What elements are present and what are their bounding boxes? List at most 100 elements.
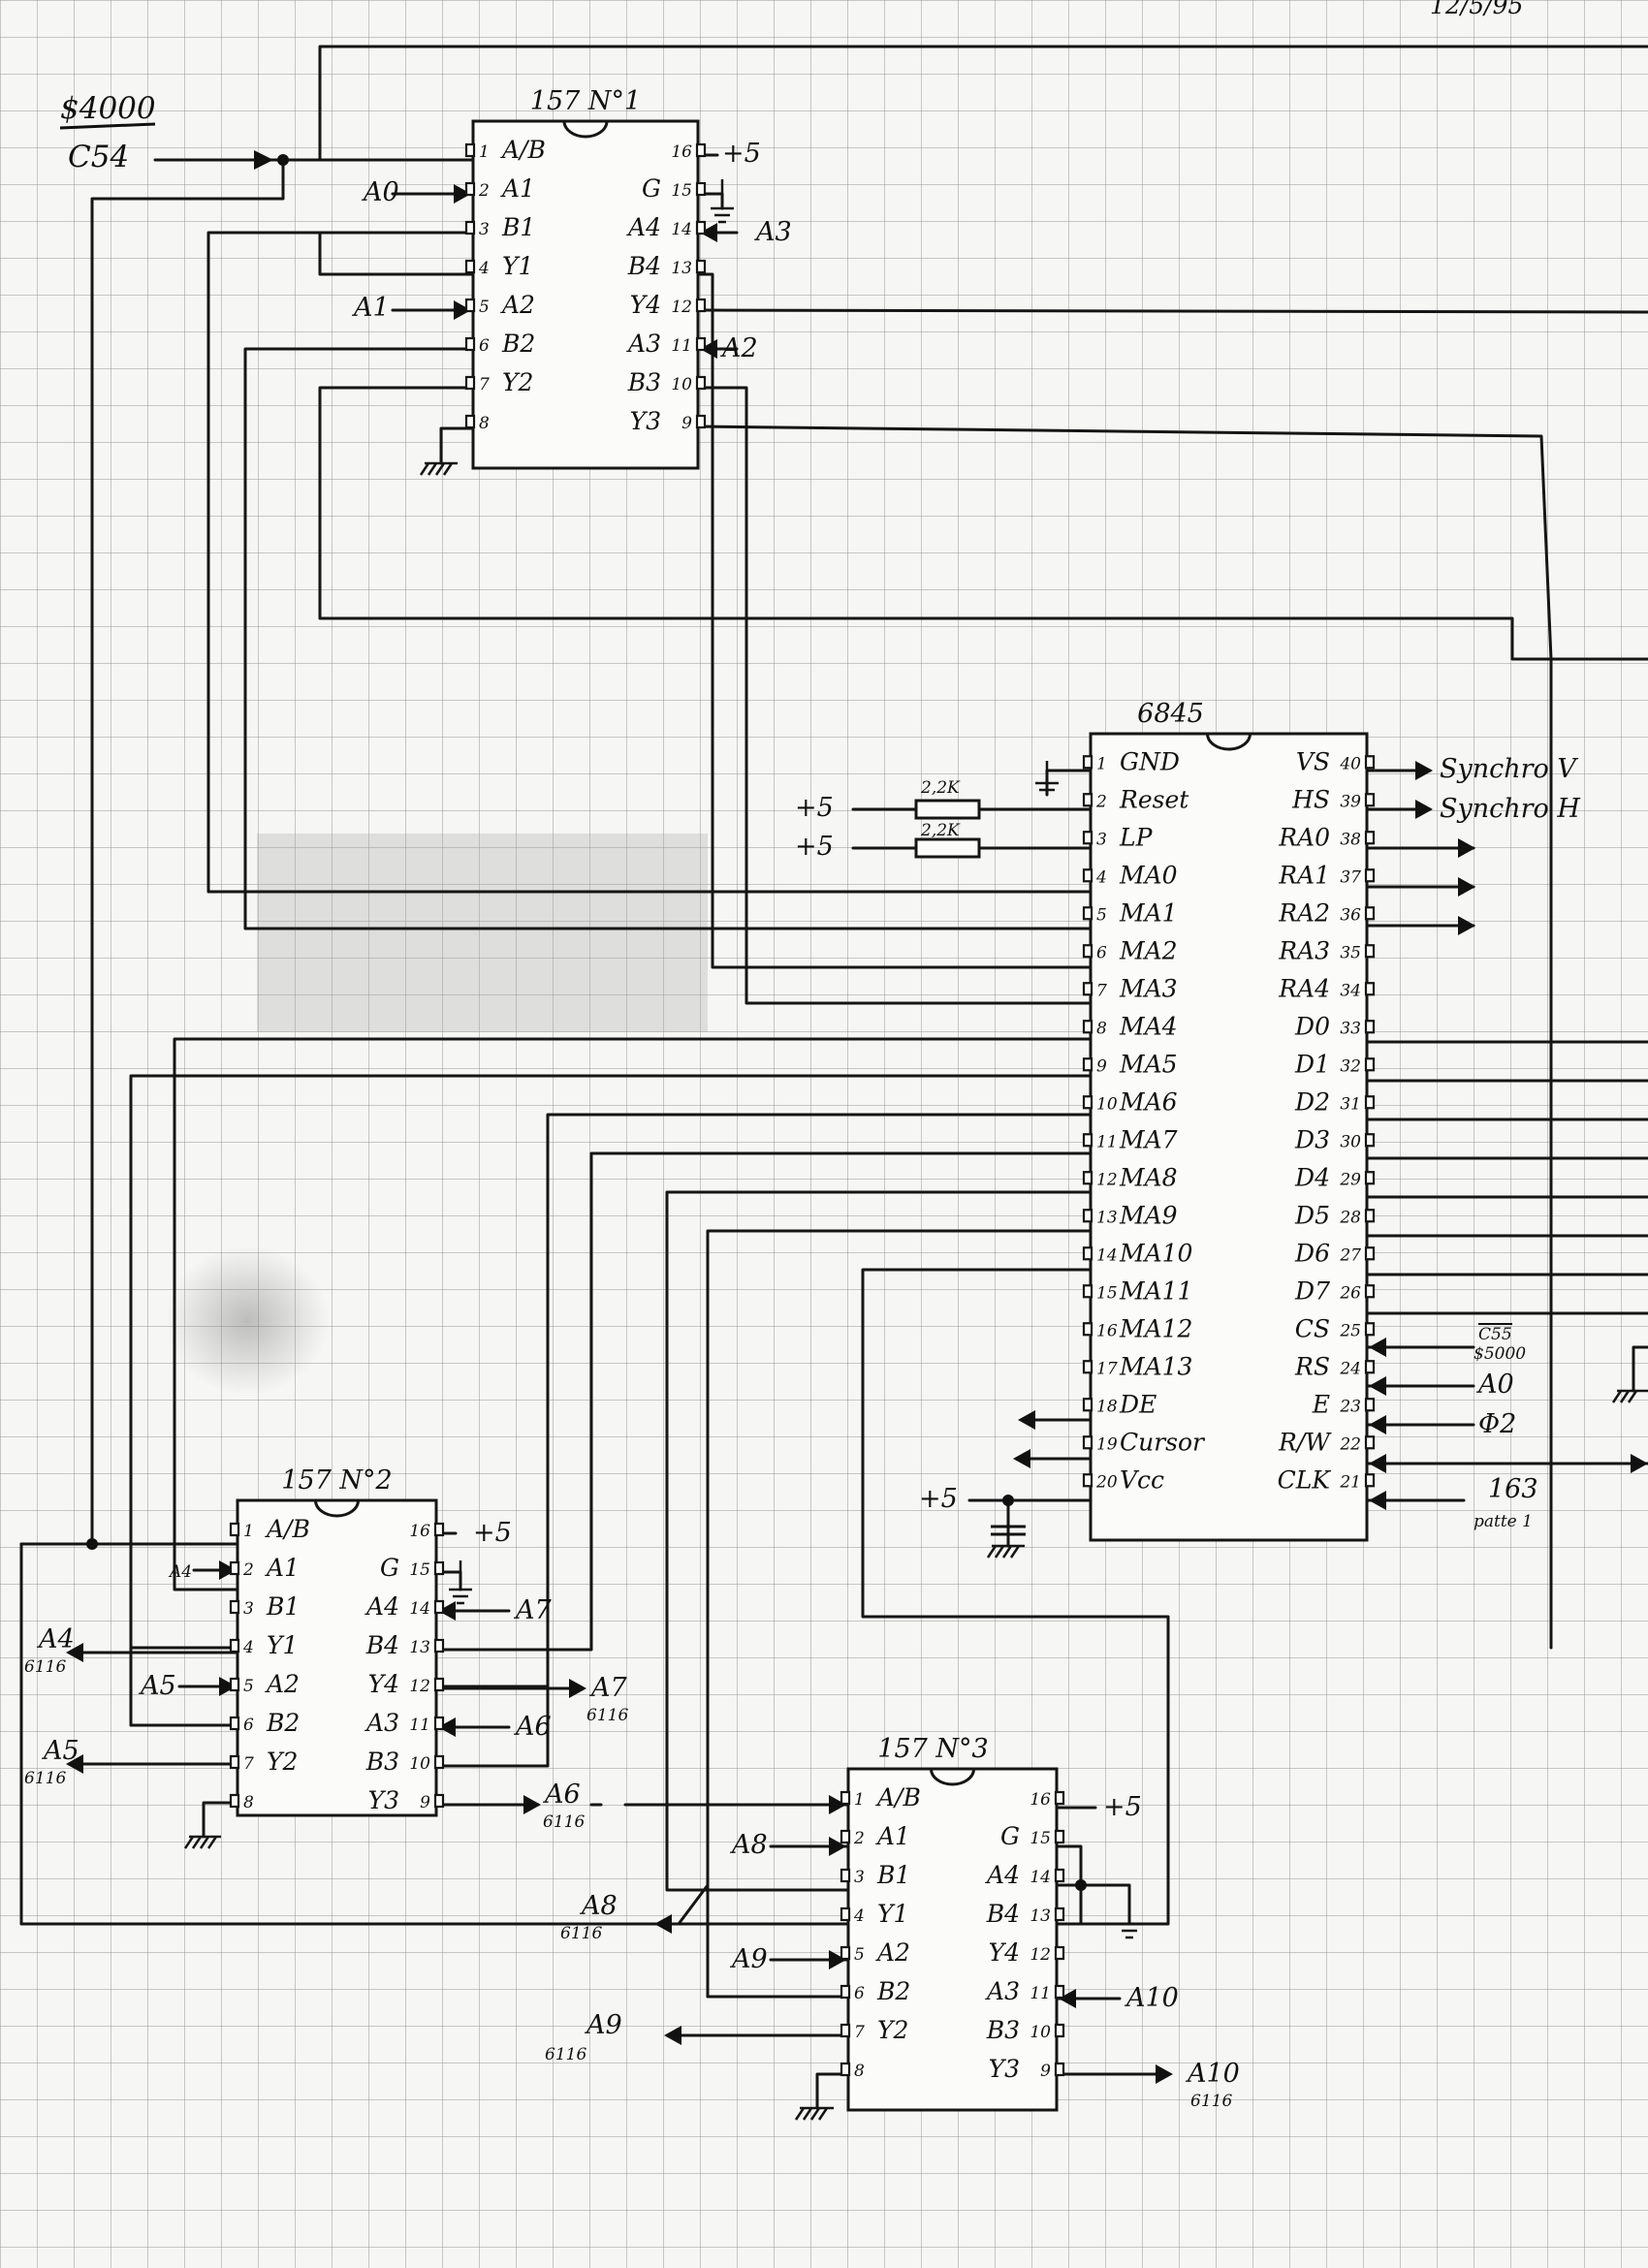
arrow-a2 [700,339,717,359]
pin-name: B2 [876,1977,910,2005]
pin-number: 7 [854,2023,865,2042]
pin-stub [695,336,707,352]
pin-number: 1 [1096,754,1107,773]
label-n2-ram-1: 6116 [24,1657,66,1677]
pin-name: A1 [875,1822,910,1850]
pin-stub [229,1599,240,1615]
label-n2-a6-out: A6 [542,1780,581,1810]
label-n3-ram-3: 6116 [1190,2092,1232,2111]
arrow-a1 [454,300,471,320]
arrow-ra1 [1458,877,1475,897]
pin-stub [840,1945,851,1961]
pin-name: MA11 [1119,1276,1192,1305]
pin-number: 29 [1339,1170,1361,1189]
label-n3-a8-in: A8 [729,1830,768,1860]
wire-n2-gnd [202,1801,239,1839]
pin-stub [1082,1171,1093,1185]
pin-number: 3 [854,1868,865,1887]
chip-title: 157 N°2 [281,1465,392,1496]
pin-name: Y1 [267,1631,298,1659]
pin-number: 6 [1096,943,1107,962]
pin-number: 4 [853,1906,865,1926]
pin-stub [464,220,476,236]
pin-number: 18 [1096,1397,1118,1416]
arrow-de [1018,1410,1035,1430]
ground-icon [1118,1890,1141,1939]
wire-b1-n1 [206,231,1093,894]
pin-stub [433,1638,445,1654]
label-plus5-lp: +5 [795,832,834,862]
pin-stub [464,181,476,197]
pin-stub [695,181,707,197]
pin-name: B1 [876,1861,910,1889]
arrow-n2-y1 [66,1643,83,1662]
pin-name: Y3 [368,1786,399,1814]
wire-b4-n1 [696,272,1093,969]
junction-dot [86,1538,98,1550]
pin-number: 8 [243,1793,254,1812]
pin-stub [840,1906,851,1922]
arrow-hs [1415,800,1433,819]
arrow-cs54 [254,150,273,170]
pin-name: D5 [1294,1201,1330,1229]
pin-stub [1364,1171,1376,1185]
pin-stub [840,2062,851,2077]
pin-name: A4 [626,213,661,241]
label-a2-n1: A2 [719,333,758,363]
chip-notch [562,119,609,139]
pin-stub [695,298,707,313]
pin-number: 30 [1340,1132,1361,1151]
pin-name: MA0 [1119,861,1178,889]
pin-stub [1082,982,1093,996]
overline [59,122,156,130]
label-rs-signal: A0 [1475,1370,1514,1400]
pin-number: 13 [409,1638,430,1657]
pin-stub [1082,868,1093,883]
pin-stub [1082,1360,1093,1374]
pin-stub [1082,1133,1093,1148]
label-n3-a9-out: A9 [584,2010,622,2040]
pin-name: B3 [627,368,661,396]
pin-number: 5 [479,298,490,317]
pin-number: 12 [1030,1945,1051,1965]
pin-number: 28 [1339,1208,1361,1227]
pin-stub [464,142,476,158]
pin-stub [1364,1435,1376,1450]
ground-icon [183,1835,221,1849]
pin-stub [1054,1829,1065,1844]
wire-ma10 [861,1268,1170,1926]
label-synchro-v: Synchro V [1440,754,1578,784]
resistor-lp [914,837,981,859]
pin-stub [1054,1984,1065,2000]
pin-name: A1 [265,1554,300,1582]
wire-y1-n1 [318,231,475,276]
pin-number: 22 [1339,1434,1361,1454]
wire-right-gnd [1632,1345,1648,1393]
pin-number: 7 [479,375,490,394]
corner-date: 12/5/95 [1430,0,1523,19]
pin-number: 11 [1030,1984,1051,2003]
label-synchro-h: Synchro H [1440,794,1580,824]
wire-ma7 [439,1151,1093,1652]
pin-number: 9 [1040,2062,1051,2081]
pin-stub [433,1522,445,1537]
pin-name: B1 [501,213,535,241]
label-n2-a6-in: A6 [513,1712,552,1742]
wire-n3-g-tie [1055,1844,1131,1926]
chip-title: 157 N°1 [530,86,641,116]
pin-name: MA8 [1119,1163,1178,1191]
arrow-n3-a1 [829,1837,846,1856]
pin-stub [1364,1209,1376,1223]
ground-icon [794,2106,834,2121]
pin-stub [464,414,476,429]
pin-name: MA1 [1119,898,1178,927]
pin-name: B4 [986,1900,1020,1928]
arrow-cs [1369,1338,1386,1357]
pin-number: 17 [1096,1359,1118,1378]
pin-number: 11 [671,336,692,356]
pin-stub [464,259,476,274]
pin-stub [1082,1398,1093,1412]
pin-stub [1364,1020,1376,1034]
pin-name: A3 [985,1977,1020,2005]
